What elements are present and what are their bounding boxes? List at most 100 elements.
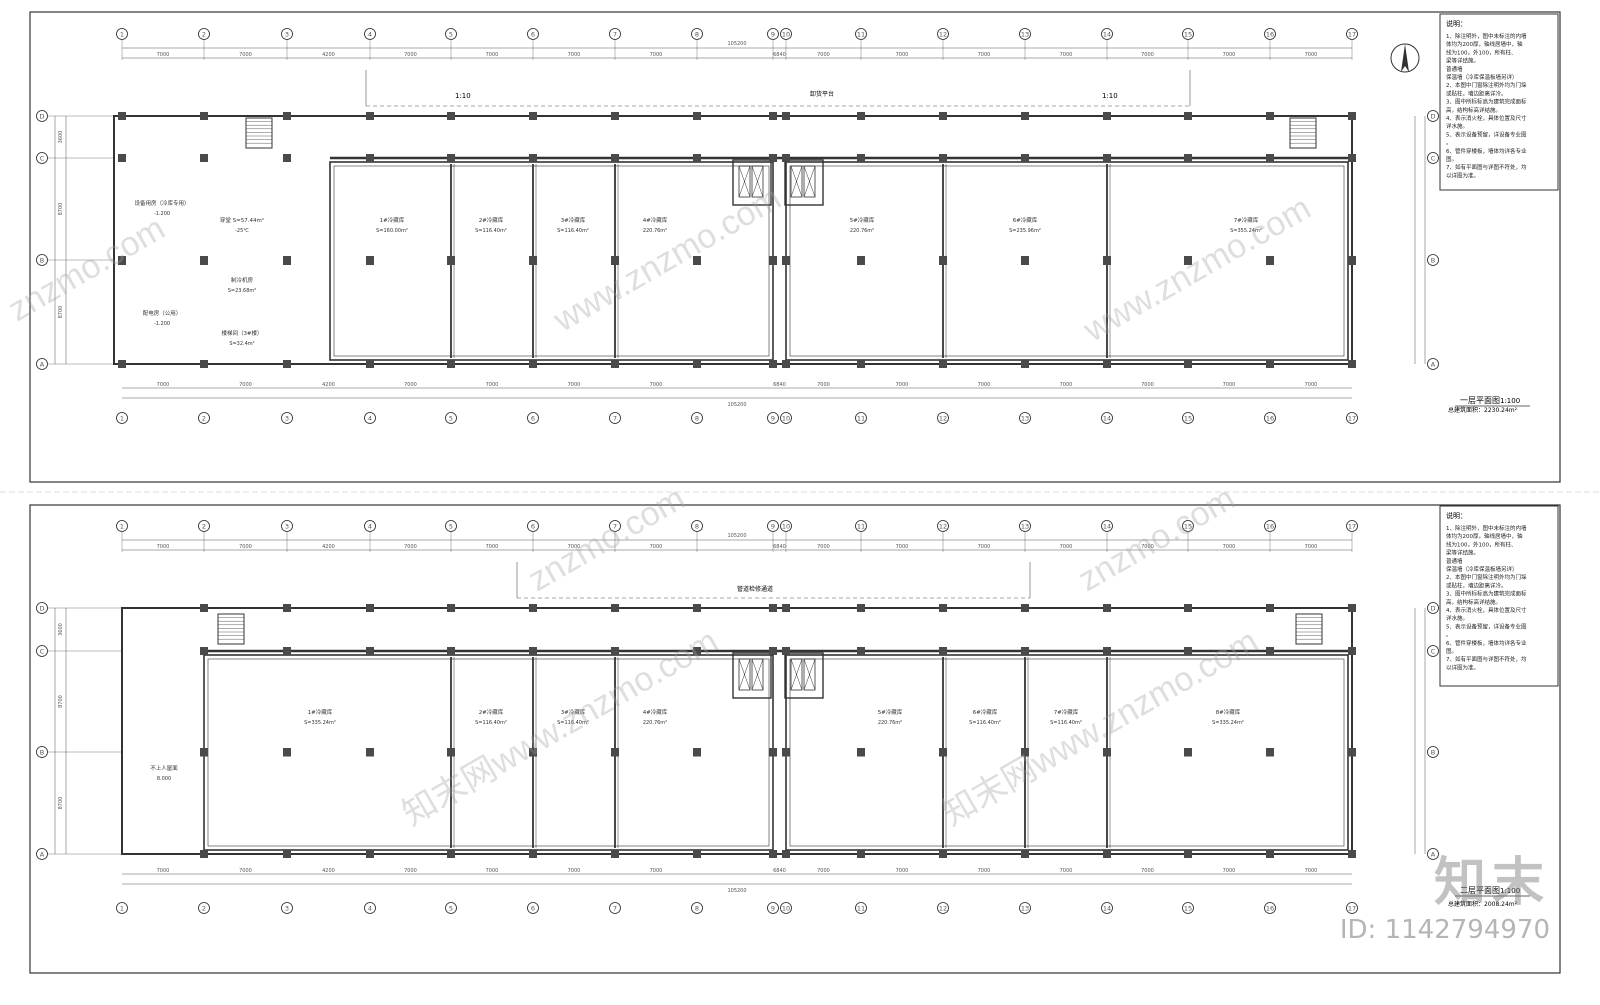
room-area: S=116.40m² bbox=[557, 720, 589, 726]
bay-dimension: 7000 bbox=[1305, 544, 1318, 550]
bay-dimension: 7000 bbox=[817, 52, 830, 58]
room-name: 穿堂 S=57.44m² bbox=[220, 216, 264, 224]
structural-column bbox=[1021, 748, 1029, 757]
axis-bubble bbox=[1264, 520, 1276, 532]
bay-dimension: 7000 bbox=[1223, 868, 1236, 874]
axis-bubble bbox=[527, 520, 539, 532]
room-area: -25℃ bbox=[235, 228, 249, 234]
note-line: 体均为200厚，轴线居墙中，轴 bbox=[1446, 40, 1523, 48]
elevator-shaft bbox=[790, 165, 803, 198]
room-area: 8.000 bbox=[157, 776, 171, 782]
corridor-label: 管道检修通道 bbox=[737, 585, 773, 593]
axis-bubble bbox=[691, 902, 703, 914]
elevator-cross bbox=[803, 658, 816, 691]
bay-dimension: 7000 bbox=[896, 382, 909, 388]
room-name: 楼梯间（3#楼） bbox=[221, 329, 262, 337]
axis-bubble bbox=[855, 28, 867, 40]
plan2-scale: 1:100 bbox=[1500, 887, 1520, 895]
elevator-shaft bbox=[790, 658, 803, 691]
axis-label: 10 bbox=[782, 905, 790, 913]
room-name: 不上人屋面 bbox=[150, 764, 178, 772]
axis-label: 13 bbox=[1021, 415, 1029, 423]
structural-column bbox=[611, 850, 619, 858]
axis-bubble bbox=[937, 520, 949, 532]
bay-dimension: 7000 bbox=[157, 544, 170, 550]
row-bubble bbox=[36, 746, 48, 758]
bay-dimension: 7000 bbox=[978, 868, 991, 874]
structural-column bbox=[1021, 257, 1029, 265]
structural-column bbox=[693, 257, 701, 265]
note-line: 详水施。 bbox=[1446, 614, 1468, 622]
bay-dimension: 7000 bbox=[978, 544, 991, 550]
structural-column bbox=[366, 604, 374, 612]
bay-dimension: 7000 bbox=[1141, 382, 1154, 388]
axis-label: 16 bbox=[1266, 31, 1274, 39]
room-name: 配电房（公用） bbox=[143, 309, 182, 317]
elevator-cross bbox=[738, 165, 751, 198]
axis-label: 9 bbox=[771, 523, 775, 531]
plan1-title: 一层平面图 bbox=[1460, 396, 1500, 405]
row-label: C bbox=[1431, 648, 1436, 656]
room-name: 设备用房（冷库专用） bbox=[134, 199, 189, 207]
note-line: 高，结构标高详结施。 bbox=[1446, 598, 1501, 606]
bay-dimension: 7000 bbox=[404, 52, 417, 58]
structural-column bbox=[769, 154, 777, 162]
axis-label: 6 bbox=[531, 905, 535, 913]
structural-column bbox=[693, 360, 701, 368]
bay-dimension: 7000 bbox=[568, 544, 581, 550]
bay-dimension: 7000 bbox=[1141, 544, 1154, 550]
axis-bubble bbox=[609, 412, 621, 424]
row-label: B bbox=[40, 749, 44, 757]
note-line: 5、表示设备预留，详设备专业图 bbox=[1446, 622, 1527, 630]
axis-label: 11 bbox=[857, 905, 865, 913]
room-area: S=235.96m² bbox=[1009, 228, 1041, 234]
structural-column bbox=[939, 604, 947, 612]
elevator-cross bbox=[751, 658, 764, 691]
axis-label: 12 bbox=[939, 31, 947, 39]
structural-column bbox=[1103, 604, 1111, 612]
axis-label: 15 bbox=[1184, 31, 1192, 39]
structural-column bbox=[366, 850, 374, 858]
note-line: 普通墙 bbox=[1446, 557, 1463, 565]
row-bubble bbox=[1427, 152, 1439, 164]
structural-column bbox=[1103, 748, 1111, 757]
row-bubble bbox=[1427, 602, 1439, 614]
note-line: 5、表示设备预留，详设备专业图 bbox=[1446, 130, 1527, 138]
structural-column bbox=[1103, 154, 1111, 162]
axis-label: 8 bbox=[695, 905, 699, 913]
structural-column bbox=[447, 748, 455, 757]
structural-column bbox=[782, 257, 790, 265]
bay-dimension: 7000 bbox=[157, 52, 170, 58]
bay-dimension: 6840 bbox=[773, 868, 786, 874]
axis-bubble bbox=[691, 520, 703, 532]
axis-bubble bbox=[116, 902, 128, 914]
room-name: 7#冷藏库 bbox=[1234, 216, 1259, 224]
bay-dimension: 7000 bbox=[568, 52, 581, 58]
axis-bubble bbox=[1346, 412, 1358, 424]
note-line: 高，结构标高详结施。 bbox=[1446, 106, 1501, 114]
room-name: 4#冷藏库 bbox=[643, 216, 668, 224]
axis-label: 10 bbox=[782, 523, 790, 531]
axis-label: 15 bbox=[1184, 523, 1192, 531]
structural-column bbox=[447, 647, 455, 655]
note-line: 或贴柱，墙边距离详冷。 bbox=[1446, 581, 1507, 589]
bay-dimension: 7000 bbox=[1060, 544, 1073, 550]
room-area: S=160.00m² bbox=[376, 228, 408, 234]
structural-column bbox=[366, 154, 374, 162]
row-label: B bbox=[1431, 257, 1435, 265]
structural-column bbox=[782, 850, 790, 858]
outer-wall bbox=[121, 607, 1353, 855]
structural-column bbox=[693, 647, 701, 655]
stair bbox=[1289, 117, 1317, 149]
row-bubble bbox=[36, 152, 48, 164]
axis-label: 3 bbox=[285, 31, 289, 39]
structural-column bbox=[939, 748, 947, 757]
axis-label: 4 bbox=[368, 415, 372, 423]
room-name: 6#冷藏库 bbox=[973, 708, 998, 716]
structural-column bbox=[200, 850, 208, 858]
stair bbox=[245, 117, 273, 149]
bay-dimension: 7000 bbox=[817, 544, 830, 550]
structural-column bbox=[118, 154, 126, 162]
note-line: 线为100，外100，所有柱、 bbox=[1446, 540, 1517, 548]
structural-column bbox=[1266, 748, 1274, 757]
